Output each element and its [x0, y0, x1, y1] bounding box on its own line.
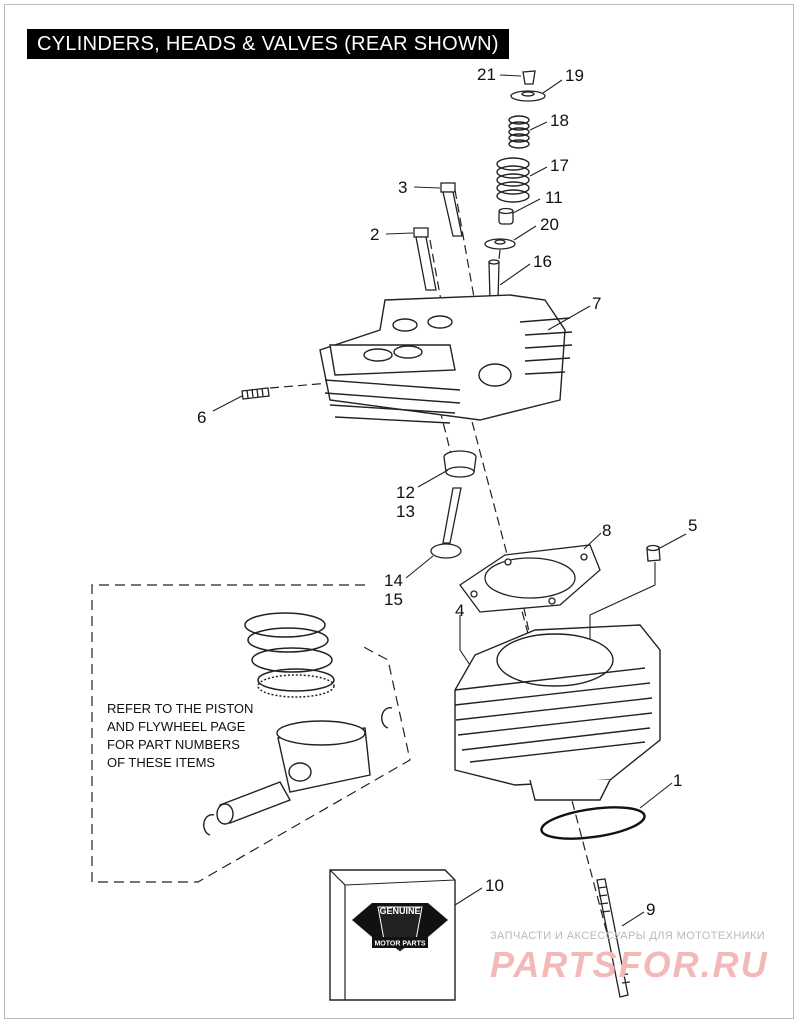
dowel-pin-part [646, 544, 661, 562]
valve-seat-part [443, 450, 477, 478]
inner-valve-spring-part [508, 115, 530, 149]
callout-18: 18 [550, 111, 569, 130]
note-line-1: REFER TO THE PISTON [107, 701, 254, 716]
note-line-4: OF THESE ITEMS [107, 755, 216, 770]
head-dowel-part [440, 182, 463, 237]
spring-retainer-part [510, 90, 546, 102]
logo-bottom-text: MOTOR PARTS [374, 941, 425, 948]
piston-rings-part [244, 612, 335, 698]
callout-14: 14 [384, 571, 403, 590]
valve-seal-part [498, 207, 514, 225]
callout-20: 20 [540, 215, 559, 234]
callout-7: 7 [592, 294, 601, 313]
retaining-clip-part [203, 706, 393, 836]
note-line-3: FOR PART NUMBERS [107, 737, 240, 752]
cylinder-part [454, 624, 661, 801]
callout-12: 12 [396, 483, 415, 502]
page-frame [4, 4, 794, 1019]
piston-group-bracket [91, 584, 411, 883]
callout-8: 8 [602, 521, 611, 540]
watermark: ЗАПЧАСТИ И АКСЕССУАРЫ ДЛЯ МОТОТЕХНИКИ PA… [490, 930, 790, 986]
callout-11: 11 [545, 188, 563, 207]
callout-21: 21 [477, 65, 496, 84]
leader-lines [212, 74, 687, 927]
valve-keeper-part [522, 70, 536, 85]
callout-1: 1 [673, 771, 682, 790]
callout-5: 5 [688, 516, 697, 535]
logo-top-text: GENUINE [379, 906, 420, 916]
watermark-tagline: ЗАПЧАСТИ И АКСЕССУАРЫ ДЛЯ МОТОТЕХНИКИ [490, 930, 766, 942]
callout-15: 15 [384, 590, 403, 609]
head-gasket-part [459, 544, 601, 613]
valve-guide-part [488, 259, 500, 301]
callout-9: 9 [646, 900, 655, 919]
harley-davidson-logo: GENUINE MOTOR PARTS [352, 903, 448, 953]
callout-10: 10 [485, 876, 504, 895]
callout-19: 19 [565, 66, 584, 85]
callout-13: 13 [396, 502, 415, 521]
wrist-pin-part [216, 781, 292, 825]
page-title: CYLINDERS, HEADS & VALVES (REAR SHOWN) [27, 29, 509, 59]
piston-part [276, 720, 371, 793]
callout-6: 6 [197, 408, 206, 427]
outer-valve-spring-part [496, 157, 530, 203]
spring-seat-part [484, 238, 516, 250]
cylinder-stud-part [596, 878, 631, 998]
callout-17: 17 [550, 156, 569, 175]
cylinder-o-ring-part [540, 806, 646, 840]
callout-2: 2 [370, 225, 379, 244]
callout-3: 3 [398, 178, 407, 197]
callout-16: 16 [533, 252, 552, 271]
callout-4: 4 [455, 601, 464, 620]
callouts: 21 19 18 17 11 20 16 3 2 7 6 12 13 8 5 1… [197, 65, 697, 919]
head-screw-part [241, 387, 270, 400]
cylinder-head-part [319, 294, 573, 424]
watermark-brand: PARTSFOR.RU [490, 944, 769, 985]
piston-reference-note: REFER TO THE PISTON AND FLYWHEEL PAGE FO… [107, 700, 253, 772]
head-dowel-2-part [413, 227, 437, 291]
valve-part [430, 487, 462, 559]
note-line-2: AND FLYWHEEL PAGE [107, 719, 246, 734]
